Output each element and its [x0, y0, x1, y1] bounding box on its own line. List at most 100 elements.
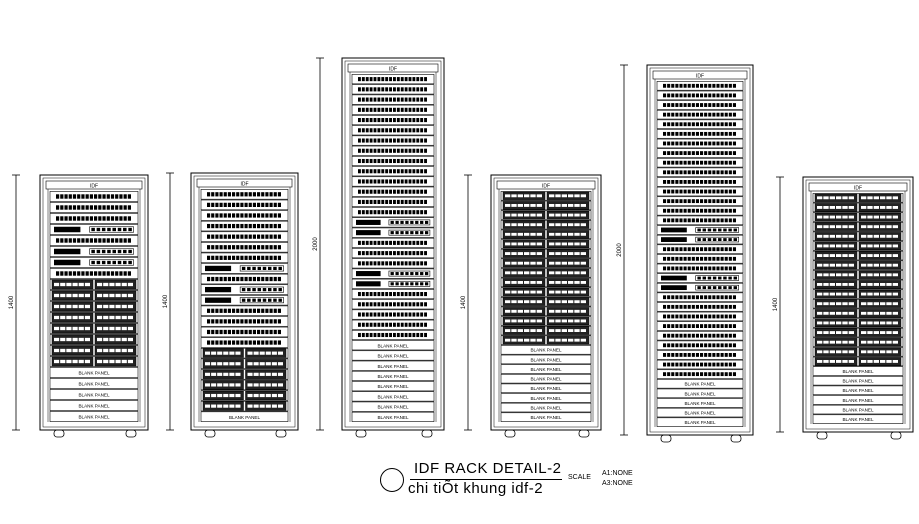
rack-unit-grid — [49, 323, 139, 334]
rack-unit-patch — [200, 231, 289, 242]
rack-unit-grid — [49, 312, 139, 323]
rack-unit-blank: BLANK PANEL — [500, 393, 592, 403]
rack-unit-switch — [49, 257, 139, 268]
blank-panel-label: BLANK PANEL — [530, 415, 562, 420]
rack-unit-grid — [812, 241, 904, 251]
cabinet-frame — [341, 57, 445, 431]
rack-unit-grid — [500, 210, 592, 220]
rack-unit-switch — [351, 217, 435, 228]
rack-unit-blank: BLANK PANEL — [351, 370, 435, 381]
dimension-label: 2000 — [617, 243, 623, 257]
rack-unit-grid — [812, 298, 904, 309]
rack-unit-patch — [656, 215, 744, 226]
rack-unit-patch — [656, 186, 744, 197]
scale-a2: A3:NONE — [602, 480, 633, 487]
rack-unit-grid — [500, 239, 592, 249]
blank-panel-label: BLANK PANEL — [530, 405, 562, 410]
rack-unit-patch — [351, 104, 435, 115]
dimension-label: 1400 — [9, 295, 15, 309]
rack-unit-switch — [351, 227, 435, 238]
rack-unit-grid — [500, 277, 592, 288]
blank-panel-label: BLANK PANEL — [377, 364, 409, 369]
blank-panel-label: BLANK PANEL — [530, 348, 562, 353]
rack-unit-grid — [200, 390, 289, 401]
rack-unit-blank: BLANK PANEL — [351, 360, 435, 371]
rack-top-label: IDF — [240, 182, 248, 188]
blank-panel-label: BLANK PANEL — [78, 404, 110, 409]
blank-panel-label: BLANK PANEL — [530, 396, 562, 401]
rack-unit-patch — [200, 220, 289, 232]
rack-unit-patch — [200, 316, 289, 327]
rack-unit-blank: BLANK PANEL — [351, 401, 435, 412]
rack-unit-grid2 — [49, 345, 139, 356]
rack-top-label: IDF — [696, 74, 704, 80]
rack-unit-patch — [351, 84, 435, 95]
rack-unit-patch — [351, 319, 435, 330]
rack-unit-grid — [500, 287, 592, 297]
rack-unit-patch — [656, 369, 744, 379]
rack-unit-patch — [656, 340, 744, 351]
rack-unit-patch — [351, 135, 435, 146]
rack-unit-patch — [656, 167, 744, 178]
rack-unit-blank: BLANK PANEL — [49, 400, 139, 411]
blank-panel-label: BLANK PANEL — [684, 391, 716, 396]
rack-unit-patch — [351, 258, 435, 269]
cabinet-frame — [646, 64, 754, 436]
rack-unit-grid — [812, 327, 904, 338]
blank-panel-label: BLANK PANEL — [78, 393, 110, 398]
rack-unit-switch — [200, 295, 289, 306]
rack-unit-grid — [500, 248, 592, 259]
rack-unit-grid — [812, 347, 904, 357]
rack-unit-blank: BLANK PANEL — [656, 417, 744, 427]
blank-panel-label: BLANK PANEL — [377, 394, 409, 399]
rack-unit-patch — [656, 100, 744, 110]
rack-unit-grid — [200, 358, 289, 369]
cabinet-frame — [490, 174, 602, 431]
rack-top-label: IDF — [389, 67, 397, 73]
blank-panel-label: BLANK PANEL — [842, 388, 874, 393]
caster — [504, 429, 516, 438]
rack-unit-patch — [656, 129, 744, 139]
rack-unit-grid — [812, 231, 904, 242]
rack-unit-patch — [351, 125, 435, 136]
blank-panel-label: BLANK PANEL — [377, 343, 409, 348]
blank-panel-label: BLANK PANEL — [377, 415, 409, 420]
blank-panel-label: BLANK PANEL — [530, 377, 562, 382]
rack-unit-blank: BLANK PANEL — [351, 340, 435, 351]
blank-panel-label: BLANK PANEL — [684, 401, 716, 406]
caster — [275, 429, 287, 438]
blank-panel-label: BLANK PANEL — [530, 386, 562, 391]
rack-4: 1400 IDF BLANK PANEL BLANK PANEL BLANK PANEL… — [461, 174, 602, 438]
rack-unit-patch — [656, 138, 744, 149]
caster — [125, 429, 137, 438]
rack-unit-patch — [656, 311, 744, 322]
caster — [730, 434, 742, 443]
rack-unit-grid — [500, 296, 592, 307]
dimension-line: 2000 — [617, 64, 628, 436]
blank-panel-label: BLANK PANEL — [229, 415, 261, 420]
rack-unit-blank: BLANK PANEL — [656, 407, 744, 418]
rack-unit-patch — [200, 337, 289, 348]
rack-unit-grid — [500, 335, 592, 345]
rack-unit-patch — [656, 321, 744, 331]
rack-unit-grid — [812, 250, 904, 261]
rack-top-label: IDF — [542, 184, 550, 190]
dimension-label: 1400 — [461, 295, 467, 309]
rack-unit-patch — [200, 199, 289, 211]
scale-a1: A1:NONE — [602, 470, 633, 477]
rack-unit-grid — [812, 270, 904, 280]
rack-unit-grid — [500, 325, 592, 336]
rack-unit-blank: BLANK PANEL — [49, 367, 139, 378]
rack-unit-blank: BLANK PANEL — [500, 345, 592, 355]
rack-unit-grid — [812, 202, 904, 213]
rack-unit-blank: BLANK PANEL — [656, 398, 744, 408]
rack-unit-blank: BLANK PANEL — [500, 402, 592, 413]
dimension-label: 2000 — [313, 237, 319, 251]
rack-unit-blank: BLANK PANEL — [500, 412, 592, 422]
dimension-line: 1400 — [9, 174, 20, 431]
blank-panel-label: BLANK PANEL — [78, 382, 110, 387]
dimension-label: 1400 — [773, 297, 779, 311]
